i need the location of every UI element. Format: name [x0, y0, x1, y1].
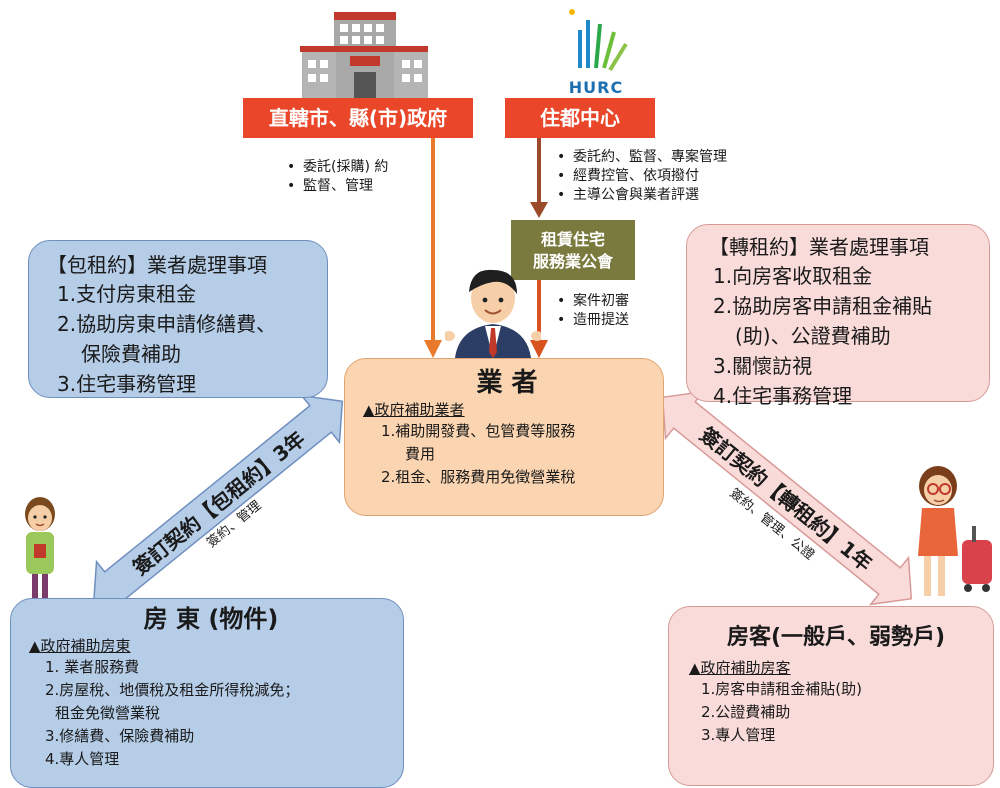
- association-line1: 租賃住宅: [540, 230, 605, 249]
- operator-item: 費用: [405, 445, 436, 463]
- gov-bullets: 委託(採購) 約 監督、管理: [285, 158, 388, 196]
- hurc-bullet: 經費控管、依項撥付: [555, 167, 727, 186]
- landlord-title: 房 東 (物件): [143, 605, 279, 633]
- operator-subhead: ▲政府補助業者: [363, 401, 465, 419]
- hurc-to-association-arrow: [530, 137, 548, 218]
- zhuanzuyue-item: 4.住宅事務管理: [713, 384, 853, 408]
- tenant-box: 房客(一般戶、弱勢戶) ▲政府補助房客 1.房客申請租金補貼(助) 2.公證費補…: [668, 606, 994, 786]
- hurc-bullets: 委託約、監督、專案管理 經費控管、依項撥付 主導公會與業者評選: [555, 148, 727, 205]
- gov-to-operator-arrow: [424, 137, 442, 358]
- tenant-traveler-icon: [918, 466, 992, 596]
- gov-bullet: 監督、管理: [285, 177, 388, 196]
- landlord-woman-icon: [25, 497, 55, 602]
- landlord-item: 2.房屋稅、地價稅及租金所得稅減免；: [45, 681, 300, 699]
- gov-label: 直轄市、縣(市)政府: [243, 98, 473, 138]
- landlord-subhead: ▲政府補助房東: [29, 637, 131, 655]
- association-box: 租賃住宅 服務業公會: [511, 220, 635, 280]
- landlord-item: 3.修繕費、保險費補助: [45, 727, 195, 745]
- baozuyue-item: 2.協助房東申請修繕費、: [57, 312, 277, 336]
- baozuyue-title: 【包租約】業者處理事項: [47, 253, 267, 277]
- zhuanzuyue-item: 3.關懷訪視: [713, 354, 813, 378]
- hurc-bullet: 主導公會與業者評選: [555, 186, 727, 205]
- tenant-item: 2.公證費補助: [701, 703, 791, 721]
- association-line2: 服務業公會: [532, 252, 613, 271]
- operator-item: 2.租金、服務費用免徵營業稅: [381, 468, 576, 486]
- zhuanzuyue-item: 2.協助房客申請租金補貼: [713, 294, 933, 318]
- gov-bullet: 委託(採購) 約: [285, 158, 388, 177]
- association-bullets: 案件初審 造冊提送: [555, 292, 629, 330]
- zhuanzuyue-item: 1.向房客收取租金: [713, 264, 873, 288]
- landlord-item: 1. 業者服務費: [45, 658, 140, 676]
- hurc-leaf-icon: [569, 9, 628, 72]
- hurc-label: 住都中心: [505, 98, 655, 138]
- government-building-icon: [300, 12, 428, 98]
- hurc-logo: HURC: [560, 6, 632, 97]
- operator-box: 業 者 ▲政府補助業者 1.補助開發費、包管費等服務 費用 2.租金、服務費用免…: [344, 358, 664, 516]
- landlord-item: 租金免徵營業稅: [55, 704, 161, 722]
- hurc-logo-text: HURC: [568, 78, 624, 97]
- zhuanzuyue-title: 【轉租約】業者處理事項: [709, 235, 929, 259]
- association-bullet: 造冊提送: [555, 311, 629, 330]
- tenant-subhead: ▲政府補助房客: [689, 659, 791, 677]
- association-bullet: 案件初審: [555, 292, 629, 311]
- baozuyue-item: 1.支付房東租金: [57, 282, 197, 306]
- zhuanzuyue-box: 【轉租約】業者處理事項 1.向房客收取租金 2.協助房客申請租金補貼 (助)、公…: [686, 224, 990, 408]
- landlord-box: 房 東 (物件) ▲政府補助房東 1. 業者服務費 2.房屋稅、地價稅及租金所得…: [10, 598, 404, 788]
- tenant-item: 1.房客申請租金補貼(助): [701, 680, 863, 698]
- operator-title: 業 者: [476, 368, 538, 398]
- hurc-bullet: 委託約、監督、專案管理: [555, 148, 727, 167]
- association-to-operator-arrow: [530, 272, 548, 358]
- zhuanzuyue-item: (助)、公證費補助: [735, 324, 891, 348]
- operator-businessman-icon: [445, 269, 541, 358]
- baozuyue-item: 保險費補助: [81, 342, 181, 366]
- operator-item: 1.補助開發費、包管費等服務: [381, 422, 576, 440]
- baozuyue-item: 3.住宅事務管理: [57, 372, 197, 396]
- tenant-title: 房客(一般戶、弱勢戶): [726, 625, 946, 650]
- landlord-item: 4.專人管理: [45, 750, 120, 768]
- tenant-item: 3.專人管理: [701, 726, 776, 744]
- baozuyue-box: 【包租約】業者處理事項 1.支付房東租金 2.協助房東申請修繕費、 保險費補助 …: [28, 240, 328, 398]
